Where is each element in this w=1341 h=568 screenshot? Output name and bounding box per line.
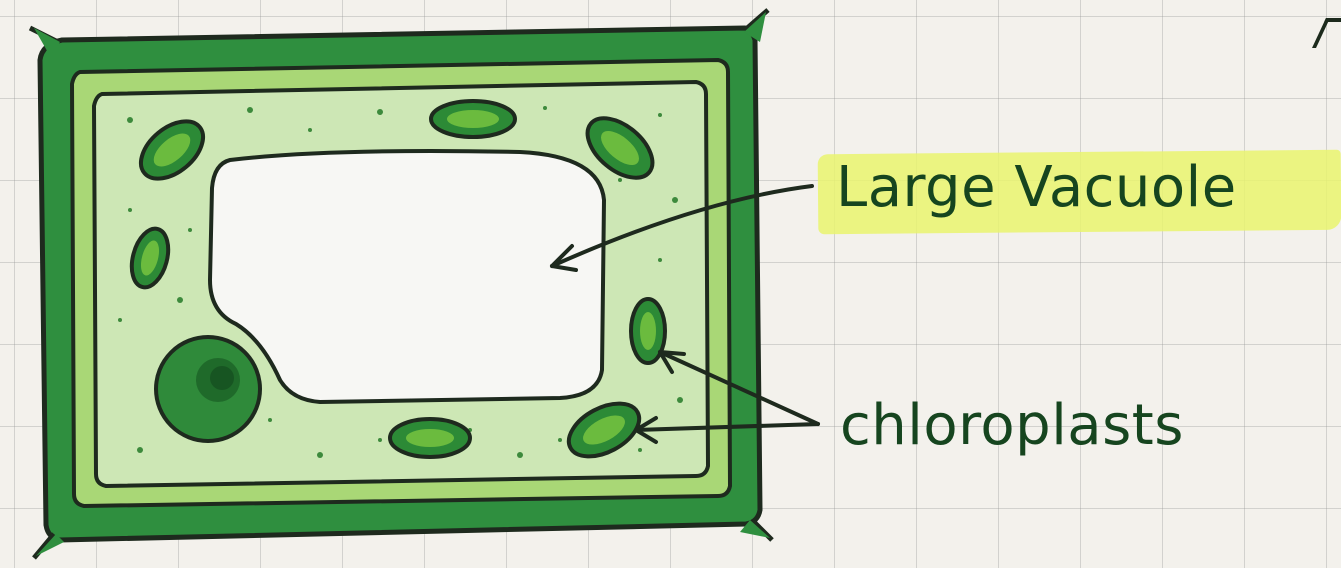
- chloroplast: [390, 419, 470, 457]
- nucleus: [156, 337, 260, 441]
- chloroplast: [431, 101, 515, 137]
- vacuole-label: Large Vacuole: [836, 148, 1237, 228]
- chloroplasts-label: chloroplasts: [840, 388, 1184, 464]
